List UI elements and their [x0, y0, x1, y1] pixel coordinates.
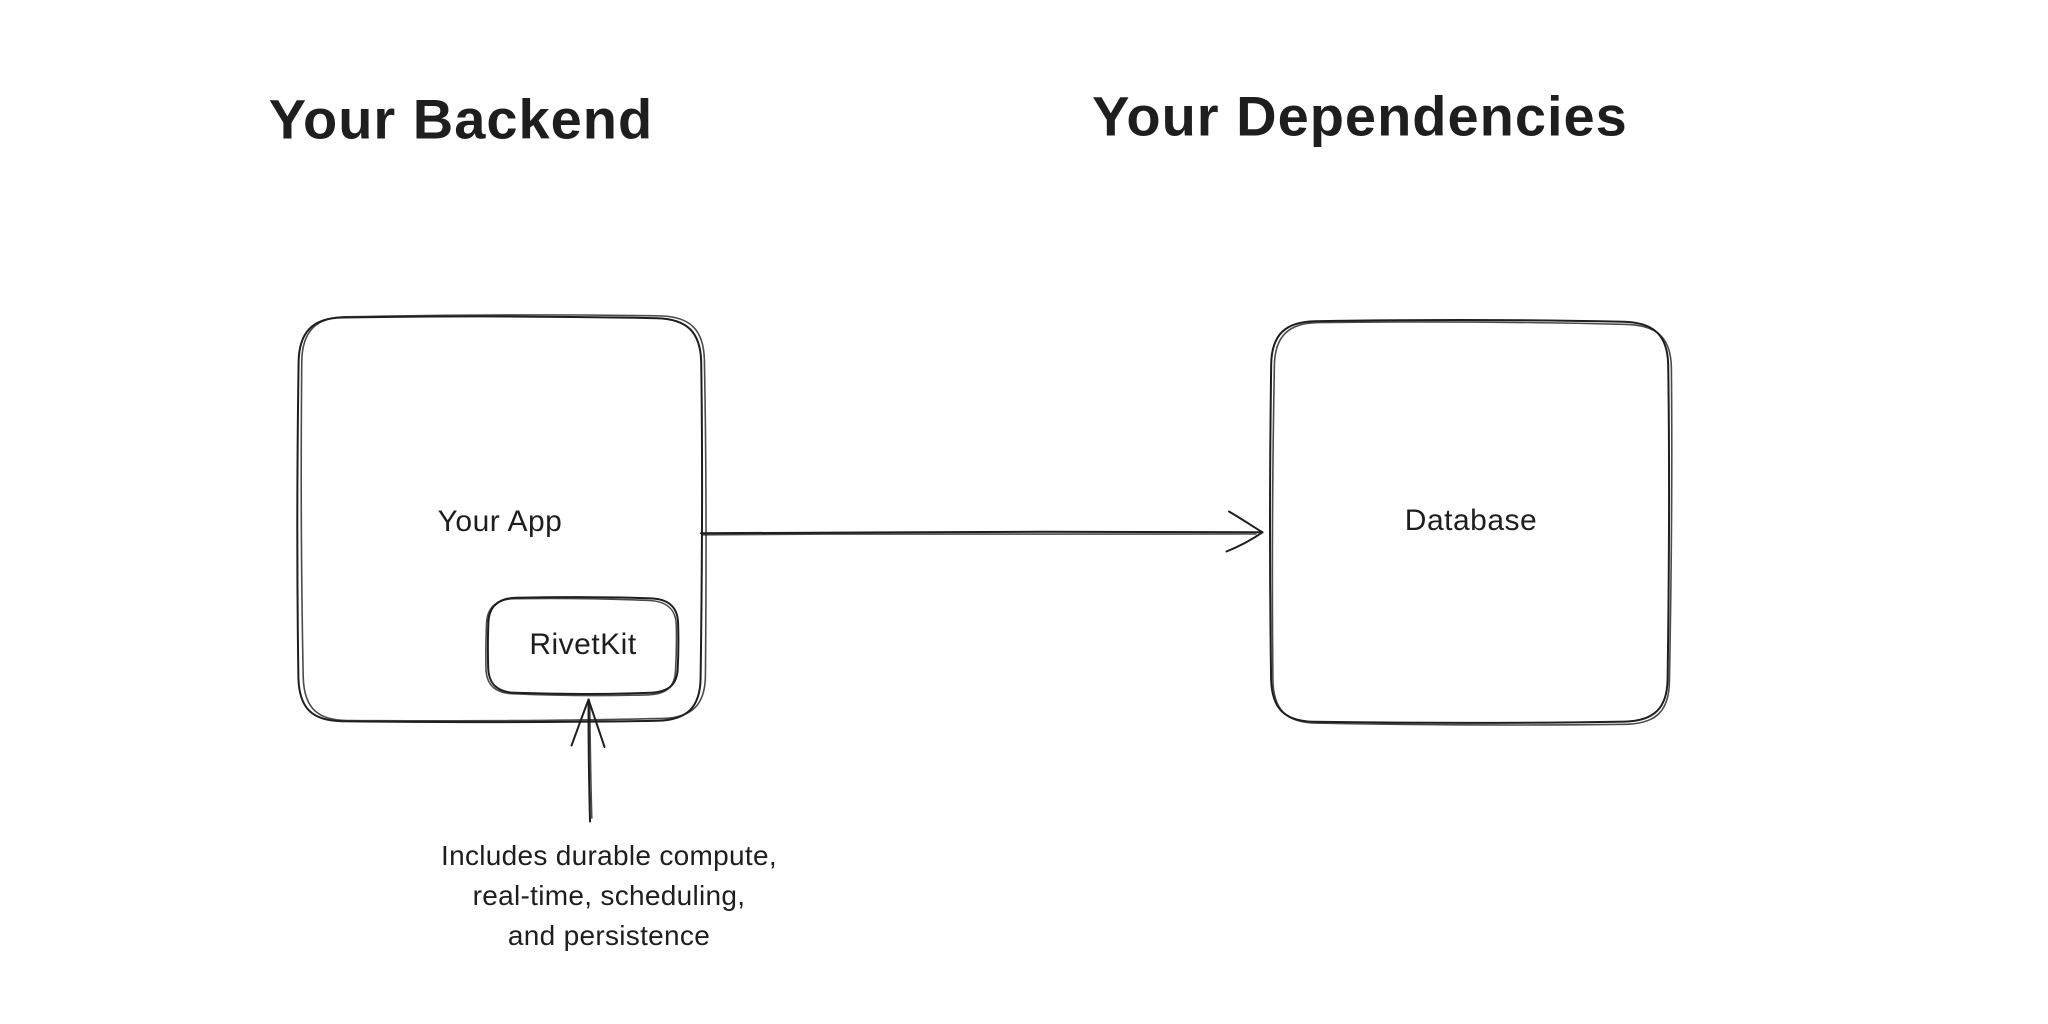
- database-label: Database: [1404, 504, 1538, 537]
- your-app-box: [296, 314, 707, 724]
- rivetkit-note-line: and persistence: [507, 920, 711, 951]
- your-app-label: Your App: [437, 505, 563, 538]
- database-box: [1269, 319, 1673, 726]
- app-to-database-arrow: [700, 510, 1264, 553]
- rivetkit-note-line: Includes durable compute,: [441, 840, 777, 871]
- rivetkit-note: Includes durable compute, real-time, sch…: [441, 836, 777, 956]
- rivetkit-label: RivetKit: [529, 628, 637, 661]
- rivetkit-note-line: real-time, scheduling,: [472, 880, 746, 911]
- backend-section-title: Your Backend: [268, 87, 654, 151]
- dependencies-section-title: Your Dependencies: [1092, 84, 1628, 148]
- rivetkit-box: [485, 596, 680, 697]
- note-to-rivetkit-arrow: [570, 698, 606, 823]
